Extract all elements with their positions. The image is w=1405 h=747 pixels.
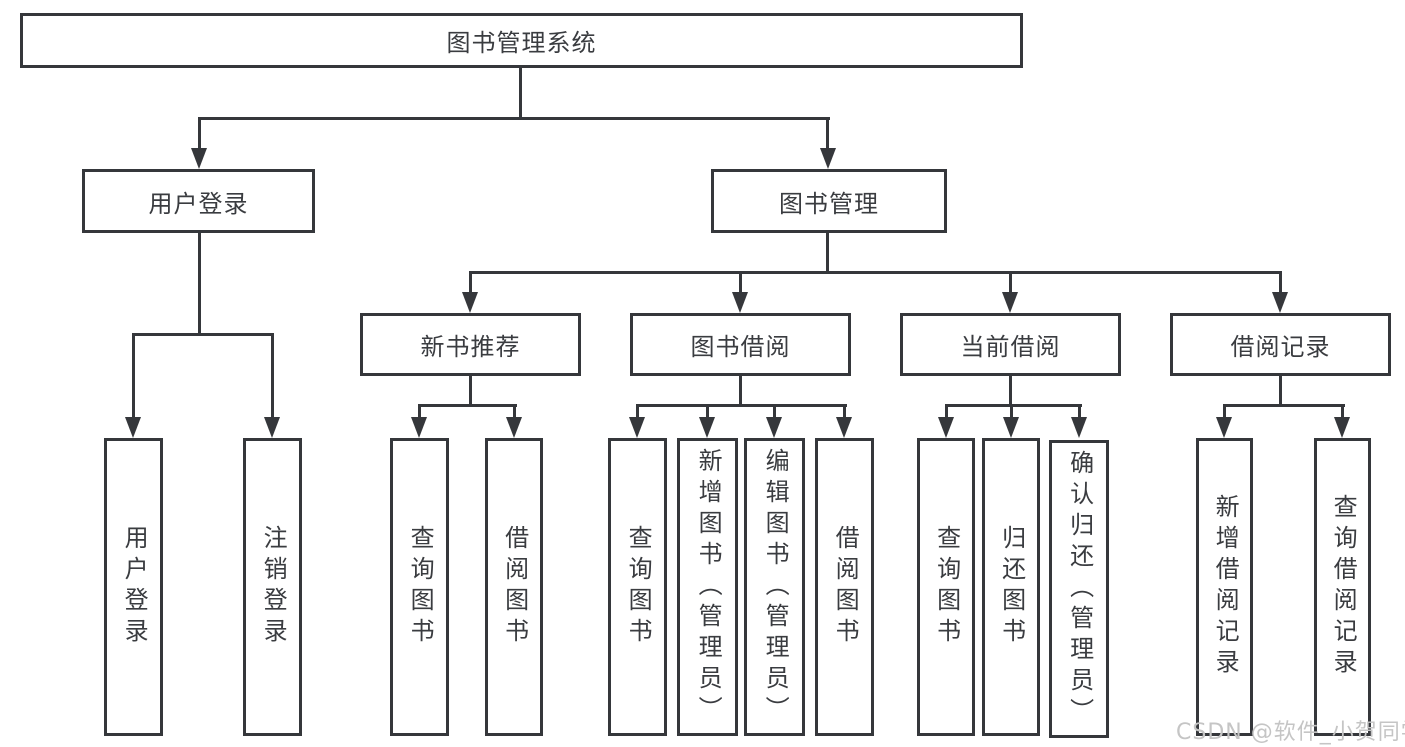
connector-line (636, 404, 847, 407)
leaf-add-book-admin: 新增图书（管理员） (677, 438, 738, 736)
leaf-borrow-books-borrowing-label: 借阅图书 (831, 525, 860, 649)
arrowhead-down-icon (699, 417, 715, 438)
connector-line (739, 374, 742, 407)
connector-line (469, 271, 1282, 274)
leaf-user-login-label: 用户登录 (120, 525, 149, 649)
leaf-query-books-borrowing: 查询图书 (608, 438, 667, 736)
leaf-query-books-current-label: 查询图书 (932, 525, 961, 649)
leaf-borrow-books-borrowing: 借阅图书 (815, 438, 874, 736)
arrowhead-down-icon (462, 292, 478, 313)
connector-line (519, 67, 522, 119)
leaf-logout: 注销登录 (243, 438, 302, 736)
leaf-add-borrow-record: 新增借阅记录 (1196, 438, 1253, 736)
leaf-edit-book-admin-label: 编辑图书（管理员） (761, 447, 790, 727)
node-current-borrowing: 当前借阅 (900, 313, 1121, 376)
leaf-return-book-label: 归还图书 (997, 525, 1026, 649)
arrowhead-down-icon (1216, 417, 1232, 438)
connector-line (1009, 271, 1012, 296)
leaf-logout-label: 注销登录 (259, 525, 288, 649)
arrowhead-down-icon (1071, 417, 1087, 438)
node-book-borrowing: 图书借阅 (630, 313, 851, 376)
leaf-query-books-current: 查询图书 (917, 438, 975, 736)
connector-line (132, 333, 274, 336)
connector-line (132, 333, 135, 418)
arrowhead-down-icon (1334, 417, 1350, 438)
leaf-add-book-admin-label: 新增图书（管理员） (694, 447, 723, 727)
connector-line (271, 333, 274, 418)
leaf-return-book: 归还图书 (982, 438, 1040, 736)
node-book-management: 图书管理 (711, 169, 947, 233)
node-user-login-label: 用户登录 (148, 189, 249, 218)
arrowhead-down-icon (411, 417, 427, 438)
leaf-query-borrow-record-label: 查询借阅记录 (1329, 494, 1358, 680)
arrowhead-down-icon (191, 148, 207, 169)
node-borrowing-records-label: 借阅记录 (1230, 333, 1331, 361)
arrowhead-down-icon (1272, 292, 1288, 313)
arrowhead-down-icon (938, 417, 954, 438)
node-new-book-recommend: 新书推荐 (360, 313, 581, 376)
connector-line (843, 404, 846, 420)
arrowhead-down-icon (732, 292, 748, 313)
node-current-borrowing-label: 当前借阅 (960, 333, 1061, 361)
leaf-query-books-borrowing-label: 查询图书 (624, 525, 653, 649)
arrowhead-down-icon (1002, 292, 1018, 313)
connector-line (773, 404, 776, 420)
arrowhead-down-icon (820, 148, 836, 169)
arrowhead-down-icon (506, 417, 522, 438)
leaf-add-borrow-record-label: 新增借阅记录 (1211, 494, 1240, 680)
node-borrowing-records: 借阅记录 (1170, 313, 1391, 376)
leaf-confirm-return-admin-label: 确认归还（管理员） (1065, 449, 1094, 729)
leaf-confirm-return-admin: 确认归还（管理员） (1049, 440, 1109, 738)
node-book-borrowing-label: 图书借阅 (690, 333, 791, 361)
connector-line (1009, 374, 1012, 407)
arrowhead-down-icon (264, 417, 280, 438)
connector-line (1279, 271, 1282, 296)
node-root: 图书管理系统 (20, 13, 1023, 68)
connector-line (418, 404, 421, 420)
node-root-label: 图书管理系统 (446, 29, 597, 57)
node-book-management-label: 图书管理 (779, 189, 879, 218)
connector-line (513, 404, 516, 420)
leaf-edit-book-admin: 编辑图书（管理员） (744, 438, 805, 736)
connector-line (739, 271, 742, 296)
connector-line (945, 404, 1082, 407)
leaf-query-books-recommend-label: 查询图书 (406, 525, 435, 649)
connector-line (826, 117, 829, 151)
connector-line (469, 374, 472, 407)
connector-line (1010, 404, 1013, 420)
node-new-book-recommend-label: 新书推荐 (420, 333, 521, 361)
arrowhead-down-icon (629, 417, 645, 438)
connector-line (1279, 374, 1282, 407)
arrowhead-down-icon (1003, 417, 1019, 438)
connector-line (1223, 404, 1226, 420)
leaf-query-borrow-record: 查询借阅记录 (1314, 438, 1371, 736)
connector-line (198, 231, 201, 335)
leaf-borrow-books-recommend: 借阅图书 (485, 438, 543, 736)
connector-line (1341, 404, 1344, 420)
connector-line (198, 117, 201, 151)
watermark: CSDN @软件_小贺同学 (1176, 720, 1405, 745)
arrowhead-down-icon (125, 417, 141, 438)
connector-line (706, 404, 709, 420)
leaf-borrow-books-recommend-label: 借阅图书 (500, 525, 529, 649)
arrowhead-down-icon (766, 417, 782, 438)
connector-line (826, 231, 829, 274)
connector-line (945, 404, 948, 420)
connector-line (469, 271, 472, 296)
connector-line (1223, 404, 1345, 407)
connector-line (1078, 404, 1081, 420)
leaf-query-books-recommend: 查询图书 (390, 438, 449, 736)
connector-line (198, 117, 830, 120)
connector-line (418, 404, 517, 407)
arrowhead-down-icon (836, 417, 852, 438)
connector-line (636, 404, 639, 420)
node-user-login: 用户登录 (82, 169, 315, 233)
leaf-user-login: 用户登录 (104, 438, 163, 736)
